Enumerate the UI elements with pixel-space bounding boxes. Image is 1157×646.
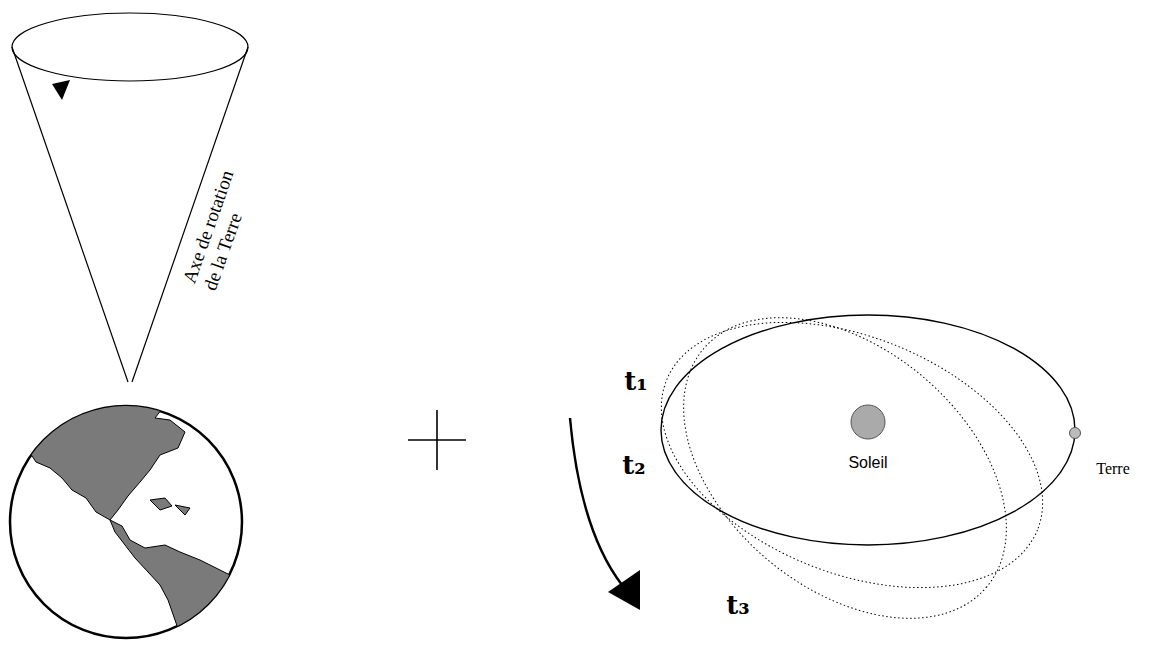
time-label: t₃ <box>726 591 749 621</box>
earth-label: Terre <box>1096 460 1130 478</box>
orbit-ellipses <box>622 257 1081 646</box>
plus-symbol <box>408 410 466 470</box>
time-label: t₂ <box>622 451 645 481</box>
rotation-arrowhead <box>52 80 70 100</box>
earth-dot <box>1070 428 1081 439</box>
time-arrowhead <box>608 570 640 610</box>
time-arrow <box>570 418 622 585</box>
axis-label: Axe de rotation de la Terre <box>178 154 263 293</box>
time-label: t₁ <box>624 367 647 397</box>
sun-label: Soleil <box>848 454 887 472</box>
earth-globe <box>10 378 242 646</box>
sun-disc <box>851 405 885 439</box>
